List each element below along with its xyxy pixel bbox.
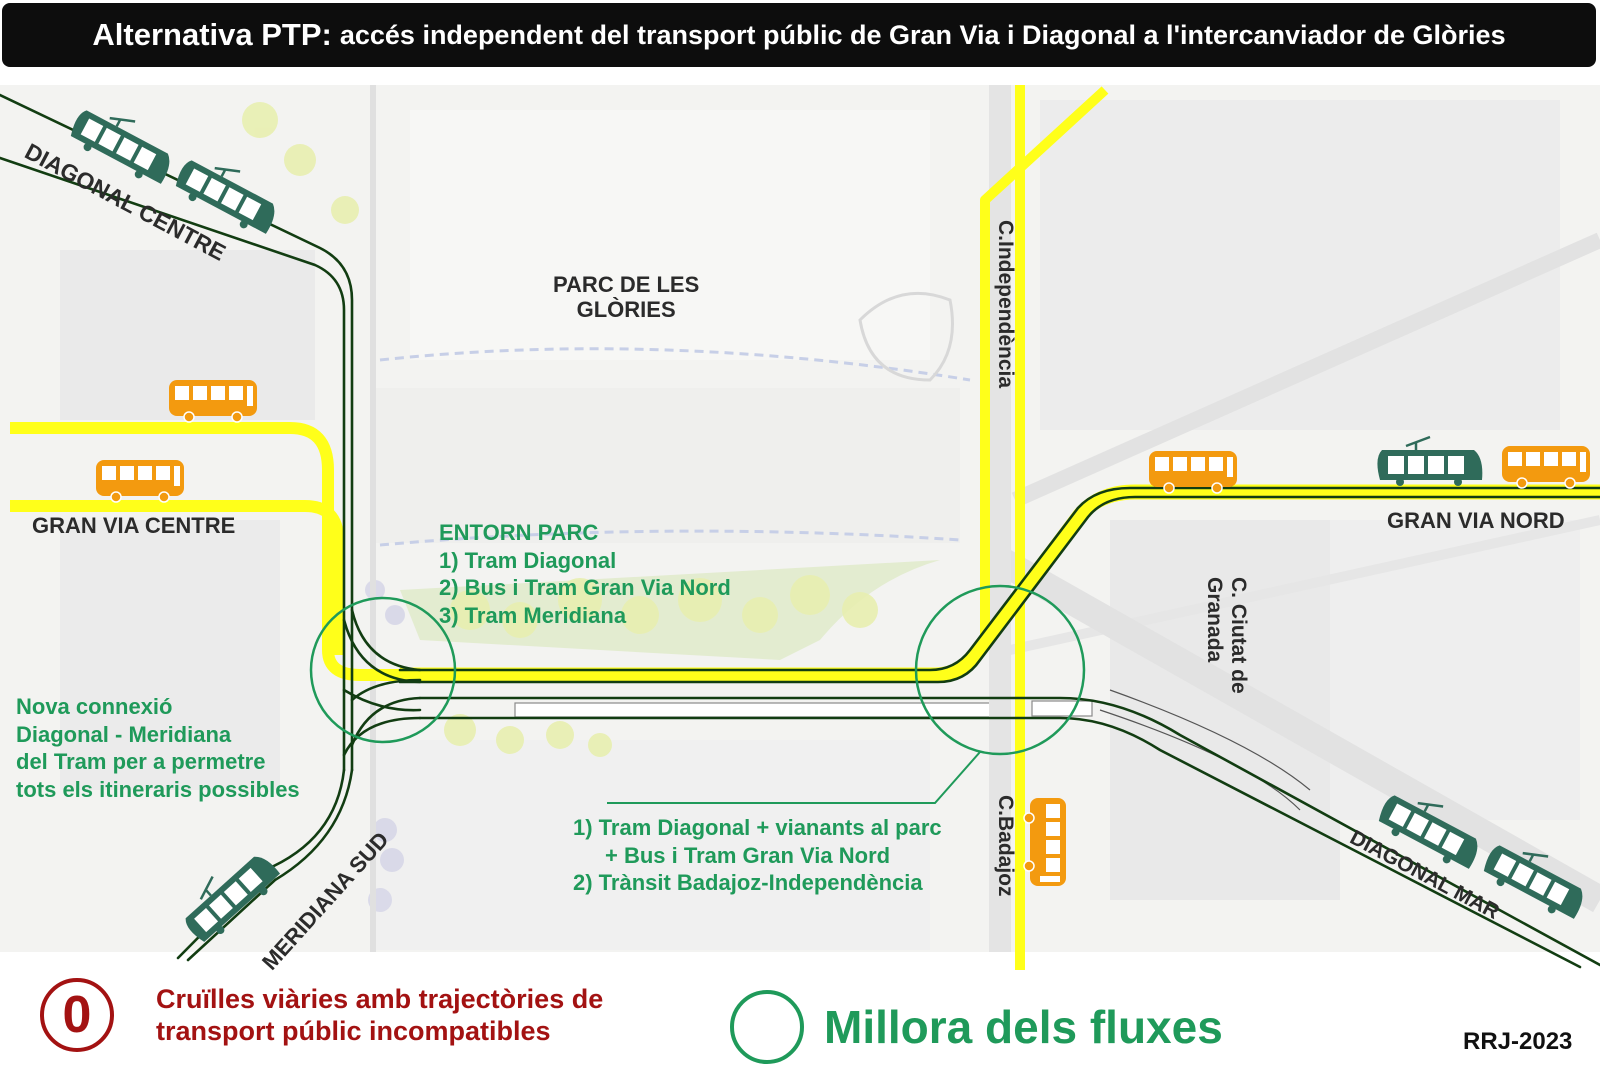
annotation-badajoz-improvements: 1) Tram Diagonal + vianants al parc + Bu… — [573, 814, 942, 897]
bus-route-network — [10, 85, 1600, 970]
label-parc-de-les-glories: PARC DE LES GLÒRIES — [553, 272, 699, 323]
label-c-independencia: C.Independència — [994, 220, 1018, 389]
title-text: accés independent del transport públic d… — [339, 19, 1506, 50]
label-c-ciutat-de-granada: C. Ciutat de Granada — [1202, 577, 1250, 694]
label-gran-via-nord: GRAN VIA NORD — [1387, 508, 1565, 533]
annotation-nova-connexio: Nova connexió Diagonal - Meridiana del T… — [16, 693, 300, 803]
bus-icon — [1501, 445, 1591, 489]
incompatible-line1: Cruïlles viàries amb trajectòries de — [156, 983, 604, 1014]
bus-icon — [1023, 797, 1067, 887]
tram-glories-2 — [398, 495, 1600, 684]
annotation-line: Diagonal - Meridiana — [16, 721, 232, 747]
tram-diagonal-centre-outer — [0, 93, 354, 772]
legend-improvement: Millora dels fluxes — [730, 990, 1223, 1064]
annotation-line: ENTORN PARC — [439, 520, 599, 545]
incompatible-text: Cruïlles viàries amb trajectòries de tra… — [156, 983, 603, 1048]
tram-link-f — [342, 688, 422, 712]
title-bar: Alternativa PTP: accés independent del t… — [2, 3, 1596, 67]
annotation-line: 1) Tram Diagonal — [439, 547, 617, 573]
callout-line — [607, 751, 981, 804]
bus-route-independencia-branch — [980, 86, 1109, 650]
tram-glories-1 — [398, 486, 1600, 672]
improvement-label: Millora dels fluxes — [824, 1001, 1223, 1053]
annotation-line: 3) Tram Meridiana — [439, 602, 627, 628]
annotation-line: 2) Bus i Tram Gran Via Nord — [439, 575, 731, 600]
credit: RRJ-2023 — [1463, 1028, 1573, 1055]
legend-incompatible: 0 Cruïlles viàries amb trajectòries de t… — [40, 978, 603, 1052]
bus-icon — [1148, 450, 1238, 494]
incompatible-line2: transport públic incompatibles — [156, 1016, 551, 1046]
label-c-ciutat-line1: C. Ciutat de — [1227, 577, 1250, 694]
bus-route-gran-via-centre-upper — [10, 422, 420, 681]
annotation-line: 1) Tram Diagonal + vianants al parc — [573, 815, 942, 840]
tram-diagonal-mar-1 — [418, 696, 1600, 967]
improvement-circle-icon — [730, 990, 804, 1064]
tram-network — [0, 93, 1600, 969]
label-parc-line1: PARC DE LES — [553, 272, 700, 297]
tram-link-a — [350, 608, 422, 672]
label-parc-line2: GLÒRIES — [576, 297, 676, 323]
tram-link-d — [342, 716, 422, 757]
annotation-line: tots els itineraris possibles — [16, 776, 300, 802]
improvement-circle-meridiana — [309, 596, 457, 744]
annotation-line: del Tram per a permetre — [16, 749, 266, 774]
tram-diagonal-centre-inner — [0, 156, 346, 772]
tram-diagonal-mar-2 — [418, 716, 1582, 969]
bus-icon — [168, 379, 258, 423]
improvement-zones — [309, 584, 1086, 756]
label-gran-via-centre: GRAN VIA CENTRE — [32, 513, 236, 538]
tram-meridiana-1 — [186, 768, 354, 962]
annotation-line: + Bus i Tram Gran Via Nord — [605, 842, 891, 868]
label-c-badajoz: C.Badajoz — [994, 795, 1018, 897]
improvement-circle-badajoz — [914, 584, 1086, 756]
label-c-ciutat-line2: Granada — [1202, 577, 1226, 663]
annotation-line: Nova connexió — [16, 694, 173, 719]
title-prefix: Alternativa PTP: — [92, 17, 332, 52]
annotation-line: 2) Trànsit Badajoz-Independència — [573, 870, 923, 895]
bus-icon — [95, 459, 185, 503]
bus-route-gran-via-centre-lower — [10, 500, 344, 655]
bus-route-diagonal-corridor — [400, 484, 1600, 683]
incompatible-symbol: 0 — [40, 978, 114, 1052]
base-map — [0, 85, 1600, 952]
annotation-entorn-parc: ENTORN PARC 1) Tram Diagonal 2) Bus i Tr… — [439, 519, 731, 629]
